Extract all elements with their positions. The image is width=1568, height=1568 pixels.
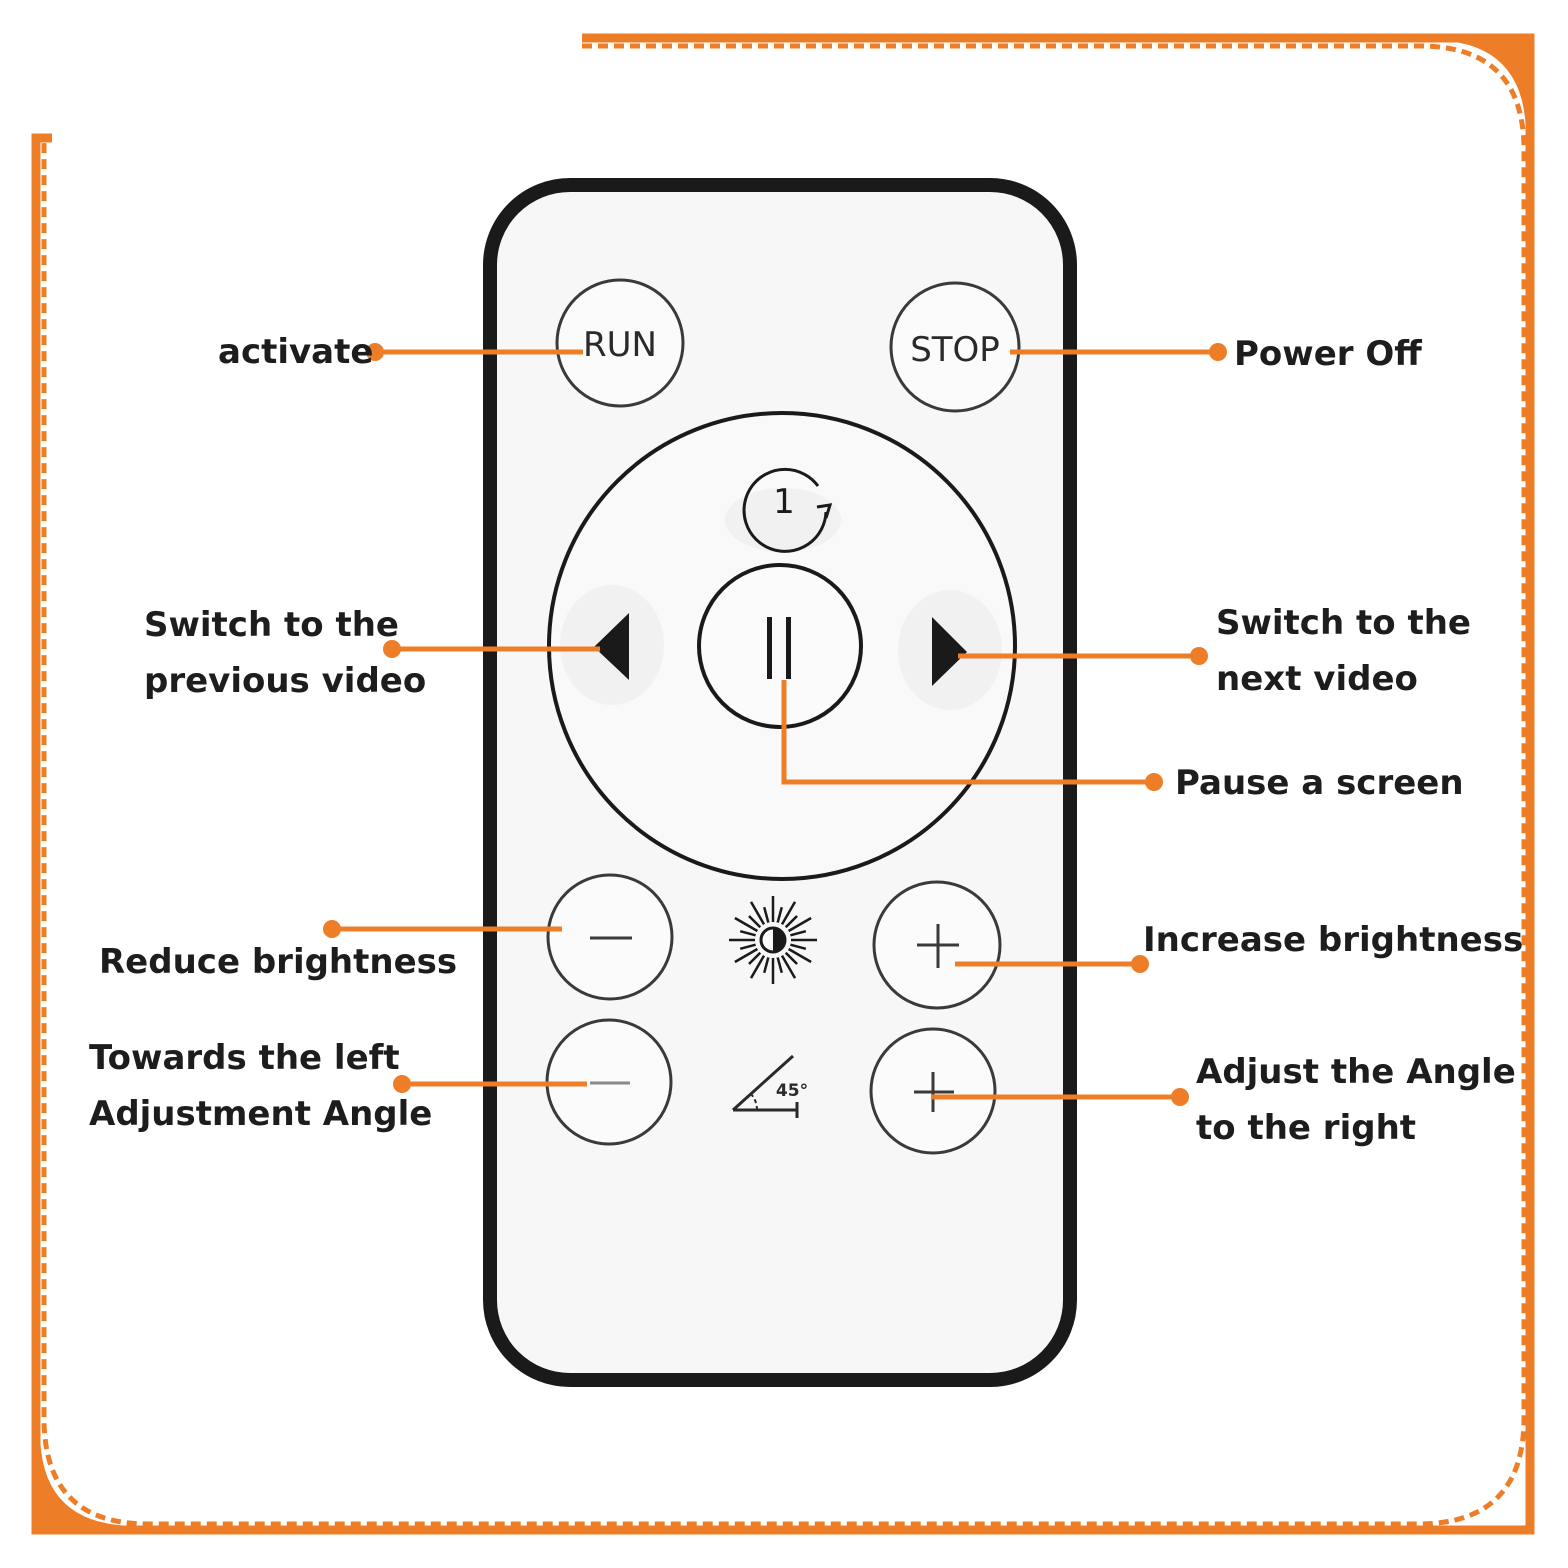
pause-icon xyxy=(767,617,791,679)
sun-ray xyxy=(748,915,762,929)
angle-plus-button[interactable] xyxy=(869,1027,997,1155)
sun-ray xyxy=(790,943,807,951)
plus-icon xyxy=(914,1072,954,1112)
label-pause: Pause a screen xyxy=(1175,763,1464,803)
sun-ray xyxy=(787,916,812,933)
callout-lines xyxy=(332,349,1218,1100)
stop-button[interactable]: STOP xyxy=(889,281,1021,413)
brightness-plus-button[interactable] xyxy=(872,880,1002,1010)
sun-ray xyxy=(790,929,807,937)
repeat-one-button[interactable]: 1 xyxy=(725,467,841,553)
plus-icon xyxy=(917,924,959,968)
stop-label: STOP xyxy=(910,330,1000,370)
label-activate: activate xyxy=(218,332,374,372)
angle-icon: 45° xyxy=(731,1054,808,1118)
previous-button[interactable] xyxy=(560,585,664,705)
triangle-right-icon xyxy=(932,617,967,686)
sun-ray xyxy=(780,954,797,979)
callout-dots xyxy=(323,343,1227,1106)
sun-icon xyxy=(729,896,817,984)
sun-ray xyxy=(749,954,766,979)
label-angle-right: Adjust the Angle to the right xyxy=(1196,1052,1516,1148)
angle-label: 45° xyxy=(776,1081,808,1101)
sun-ray xyxy=(784,951,798,965)
repeat-one-icon: 1 xyxy=(742,467,833,553)
orange-frame xyxy=(31,33,1535,1535)
sun-ray xyxy=(762,906,770,923)
sun-ray xyxy=(734,916,759,933)
sun-ray xyxy=(739,943,756,951)
triangle-left-icon xyxy=(594,613,629,680)
label-power-off: Power Off xyxy=(1234,334,1422,374)
sun-ray xyxy=(787,947,812,964)
sun-ray xyxy=(776,906,784,923)
pause-button[interactable] xyxy=(697,563,863,729)
run-button[interactable]: RUN xyxy=(555,278,685,408)
next-button[interactable] xyxy=(898,590,1002,710)
sun-ray xyxy=(739,929,756,937)
label-next-video: Switch to the next video xyxy=(1216,603,1471,699)
label-increase-brightness: Increase brightness xyxy=(1143,920,1524,960)
sun-ray xyxy=(748,951,762,965)
sun-ray xyxy=(776,957,784,974)
run-label: RUN xyxy=(583,325,657,365)
brightness-minus-button[interactable] xyxy=(546,873,674,1001)
sun-ray xyxy=(784,915,798,929)
sun-ray xyxy=(762,957,770,974)
repeat-one-label: 1 xyxy=(773,482,795,522)
label-previous-video: Switch to the previous video xyxy=(144,605,427,701)
label-angle-left: Towards the left Adjustment Angle xyxy=(89,1038,433,1134)
sun-ray xyxy=(734,947,759,964)
sun-ray xyxy=(780,901,797,926)
label-reduce-brightness: Reduce brightness xyxy=(99,942,458,982)
sun-ray xyxy=(749,901,766,926)
